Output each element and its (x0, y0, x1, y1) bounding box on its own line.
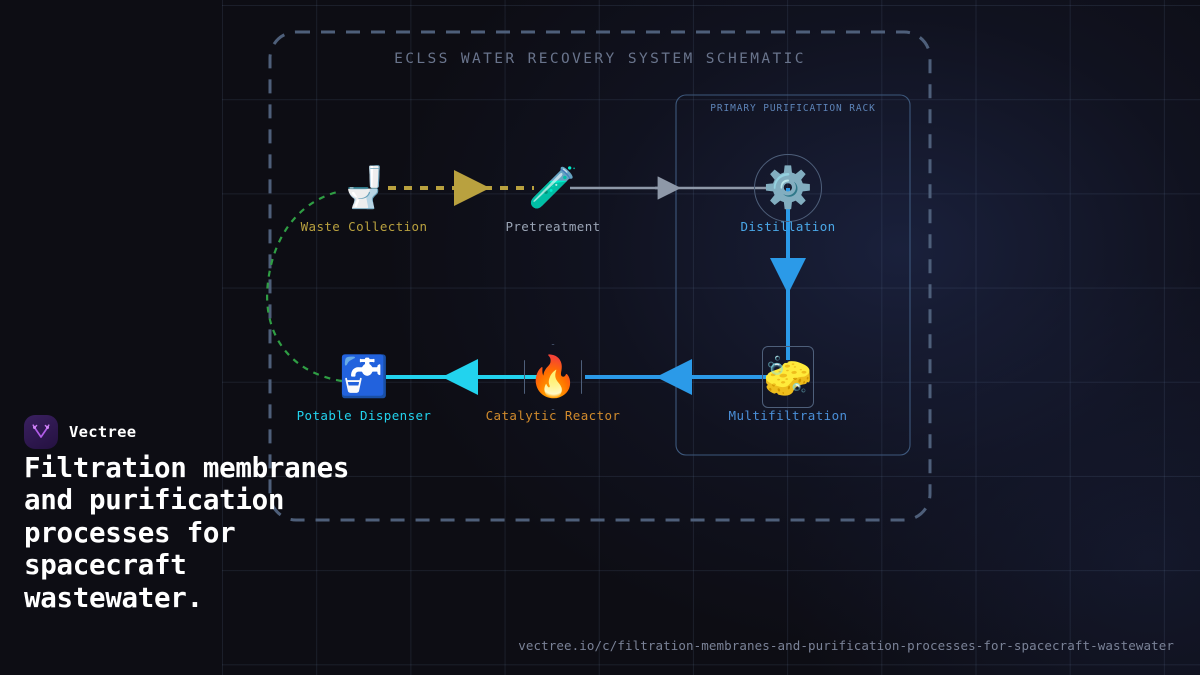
node-waste-collection[interactable]: 🚽 Waste Collection (284, 160, 444, 235)
headline-text: Filtration membranes and purification pr… (24, 452, 350, 614)
fire-icon: 🔥 (528, 354, 578, 400)
node-label-multifiltration: Multifiltration (728, 408, 848, 423)
node-pretreatment[interactable]: 🧪 Pretreatment (473, 160, 633, 235)
toilet-icon: 🚽 (339, 165, 389, 211)
node-distillation[interactable]: ⚙️ Distillation (708, 160, 868, 235)
brand-lockup: Vectree (24, 415, 136, 449)
node-label-distillation: Distillation (740, 219, 836, 234)
node-catalytic-reactor[interactable]: 🔥 Catalytic Reactor (473, 349, 633, 424)
rack-group-label: PRIMARY PURIFICATION RACK (710, 103, 876, 114)
rack-container (675, 94, 911, 456)
diagram-title: ECLSS WATER RECOVERY SYSTEM SCHEMATIC (394, 51, 806, 67)
brand-name: Vectree (69, 423, 137, 441)
vectree-logo-icon (24, 415, 58, 449)
node-potable-dispenser[interactable]: 🚰 Potable Dispenser (284, 349, 444, 424)
test-tube-icon: 🧪 (528, 165, 578, 211)
sponge-icon: 🧽 (763, 354, 813, 400)
node-multifiltration[interactable]: 🧽 Multifiltration (708, 349, 868, 424)
diagram-boundary (268, 30, 932, 522)
node-label-potable-dispenser: Potable Dispenser (296, 408, 432, 423)
potable-water-icon: 🚰 (339, 354, 389, 400)
node-label-waste-collection: Waste Collection (300, 219, 428, 234)
node-label-pretreatment: Pretreatment (505, 219, 601, 234)
gear-icon: ⚙️ (763, 165, 813, 211)
footer-url: vectree.io/c/filtration-membranes-and-pu… (518, 638, 1174, 653)
node-label-catalytic-reactor: Catalytic Reactor (485, 408, 621, 423)
